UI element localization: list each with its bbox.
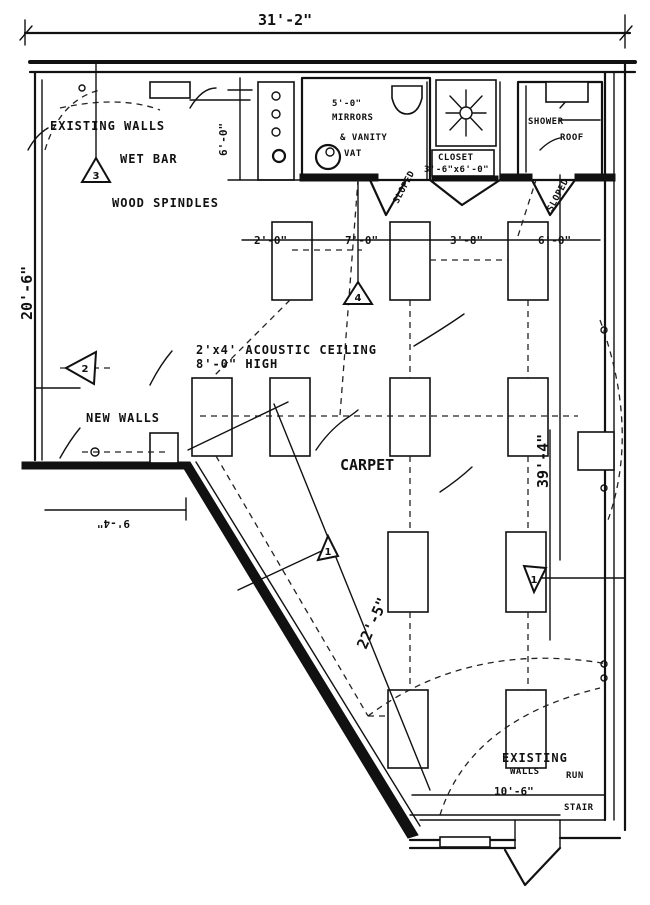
closet-label: CLOSET (438, 153, 474, 163)
marker-1-diagonal: 1 (316, 533, 340, 562)
bottom-wall (408, 794, 622, 887)
shower-label: SHOWER (528, 117, 564, 127)
ceiling-height-label: 8'-0" HIGH (196, 357, 278, 371)
sloped-label-2: SLOPED (546, 177, 572, 213)
misc-symbols (78, 81, 608, 682)
dashed-lines (44, 89, 623, 816)
sloped-label-1: SLOPED (392, 169, 418, 205)
walls-label: WALLS (510, 767, 540, 777)
wet-bar-area: 6'-0" (189, 77, 301, 181)
marker-1-right: 1 (522, 564, 548, 595)
section-markers: 3 4 2 1 1 (63, 156, 548, 595)
left-wall-dimension: 20'-6" (18, 266, 36, 320)
roof-label: ROOF (560, 133, 584, 143)
vat-label: VAT (344, 149, 362, 159)
marker-3-top: 3 (80, 156, 112, 183)
bottom-dimension: 10'-6" (494, 785, 534, 798)
new-walls-label: NEW WALLS (86, 411, 160, 425)
overall-width-label: 31'-2" (258, 11, 312, 29)
wet-bar-depth: 6'-0" (217, 123, 230, 156)
leader-lines (34, 61, 626, 816)
marker-2-left: 2 (63, 350, 98, 386)
left-return-dimension: 9'-4" (97, 517, 130, 530)
wet-bar-label: WET BAR (120, 152, 178, 166)
bay-2-dimension: 7'-0" (345, 234, 378, 247)
svg-text:4: 4 (355, 293, 362, 304)
carpet-label: CARPET (340, 456, 394, 474)
right-length-dimension: 39'-4" (534, 434, 552, 488)
dimension-labels: 20'-6" 9'-4" 2'-0" 7'-0" 3'-8" 6'-0" 22'… (18, 234, 571, 798)
wood-spindles-label: WOOD SPINDLES (112, 196, 219, 210)
closet-size-label: 3'-6"x6'-0" (424, 165, 489, 175)
ceiling-lights (191, 221, 615, 769)
run-label: RUN (566, 771, 584, 781)
existing-label: EXISTING (502, 751, 568, 765)
vanity-width-label: 5'-0" (332, 99, 362, 109)
acoustic-ceiling-label: 2'x4' ACOUSTIC CEILING (196, 343, 377, 357)
svg-text:2: 2 (82, 364, 89, 375)
diagonal-wall (179, 461, 421, 839)
mirrors-label: MIRRORS (332, 113, 373, 123)
svg-text:1: 1 (325, 547, 332, 558)
svg-text:1: 1 (531, 575, 538, 586)
svg-text:3: 3 (93, 171, 100, 182)
bay-3-dimension: 3'-8" (450, 234, 483, 247)
marker-4-mid: 4 (342, 280, 374, 305)
spindle-zigzag (368, 178, 577, 217)
exterior-walls (28, 60, 637, 832)
overall-dimension: 31'-2" (19, 11, 633, 49)
stair-label: STAIR (564, 803, 594, 813)
existing-walls-label: EXISTING WALLS (50, 119, 165, 133)
bay-4-dimension: 6'-0" (538, 234, 571, 247)
left-return-wall (21, 432, 188, 470)
vanity-label: & VANITY (340, 133, 387, 143)
bay-1-dimension: 2'-0" (254, 234, 287, 247)
diagonal-dimension: 22'-5" (353, 595, 391, 652)
bathroom-area (299, 76, 501, 182)
